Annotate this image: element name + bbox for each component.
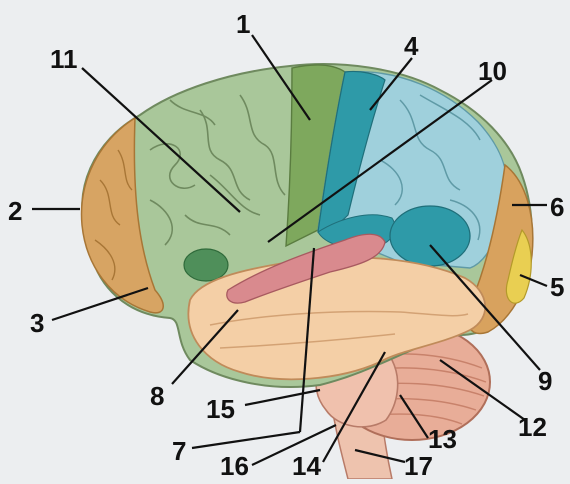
label-5: 5 — [550, 272, 564, 302]
label-13: 13 — [428, 424, 457, 454]
label-7: 7 — [172, 436, 186, 466]
leader-line-15 — [245, 390, 320, 405]
label-17: 17 — [404, 451, 433, 479]
label-6: 6 — [550, 192, 564, 222]
angular-gyrus — [390, 206, 470, 266]
label-9: 9 — [538, 366, 552, 396]
label-1: 1 — [236, 9, 250, 39]
label-11: 11 — [50, 44, 78, 74]
label-12: 12 — [518, 412, 547, 442]
leader-line-7 — [192, 432, 300, 448]
label-16: 16 — [220, 451, 249, 479]
label-10: 10 — [478, 56, 507, 86]
label-4: 4 — [404, 31, 419, 61]
label-3: 3 — [30, 308, 44, 338]
label-15: 15 — [206, 394, 235, 424]
label-2: 2 — [8, 196, 22, 226]
broca-area — [184, 249, 228, 281]
label-8: 8 — [150, 381, 164, 411]
label-14: 14 — [292, 451, 321, 479]
